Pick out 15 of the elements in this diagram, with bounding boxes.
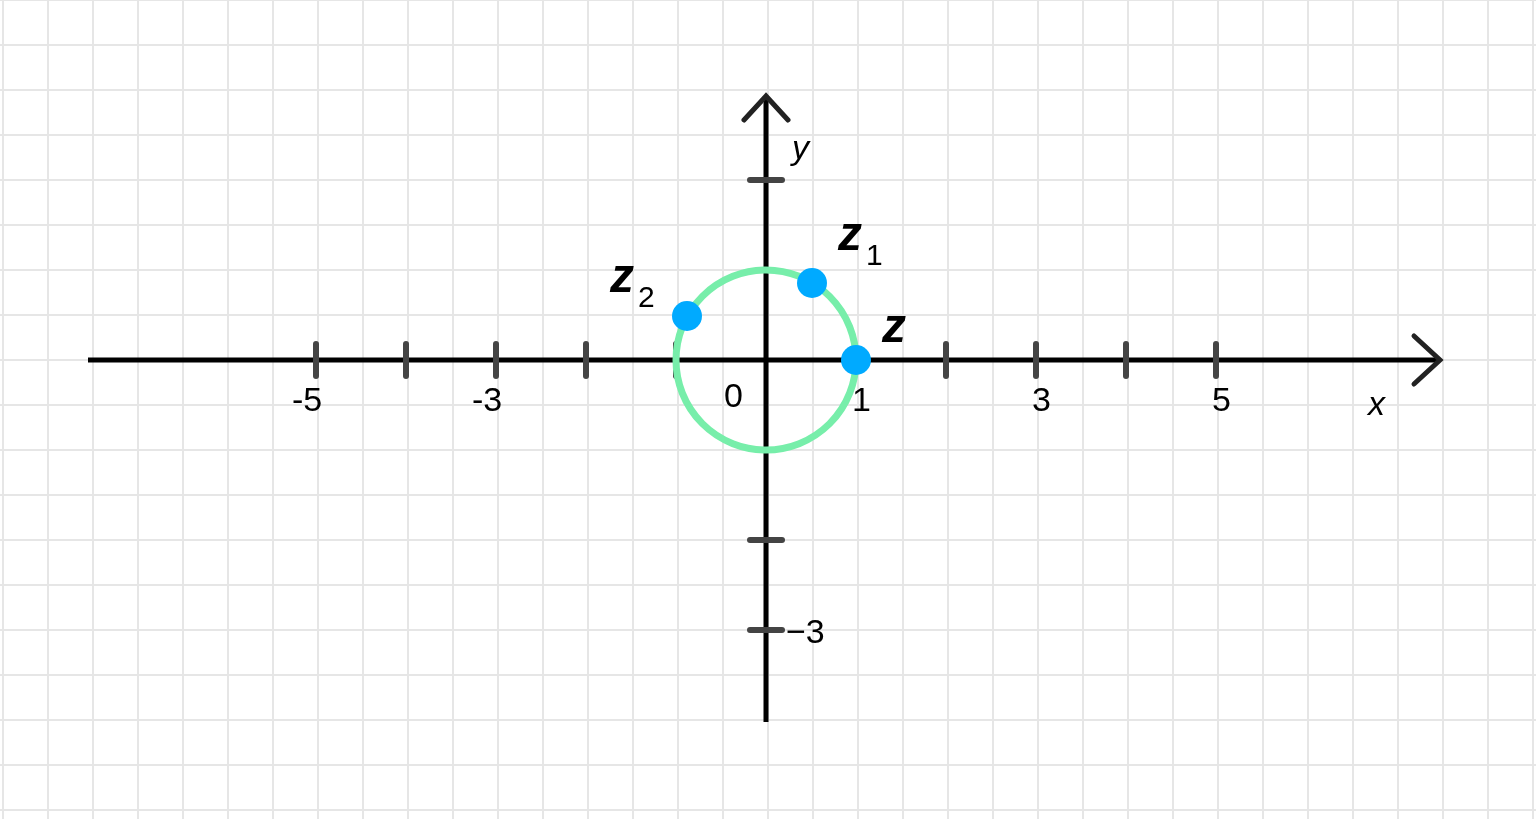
tick-label: 1 (852, 382, 871, 416)
point-label: z$_{2}$ (610, 252, 655, 312)
tick-label: -3 (472, 382, 503, 416)
tick-label: -5 (292, 382, 323, 416)
point-dot (841, 345, 871, 375)
point-dot (672, 301, 703, 332)
origin-label: 0 (724, 378, 743, 412)
tick-label: 5 (1212, 382, 1231, 416)
axis-label: y (792, 130, 809, 164)
tick-label: −3 (786, 614, 825, 648)
axis-label: x (1368, 386, 1385, 420)
tick-label: 3 (1032, 382, 1051, 416)
point-label: z (882, 302, 906, 350)
point-dot (797, 267, 828, 298)
point-label: z$_{1}$ (838, 210, 883, 270)
